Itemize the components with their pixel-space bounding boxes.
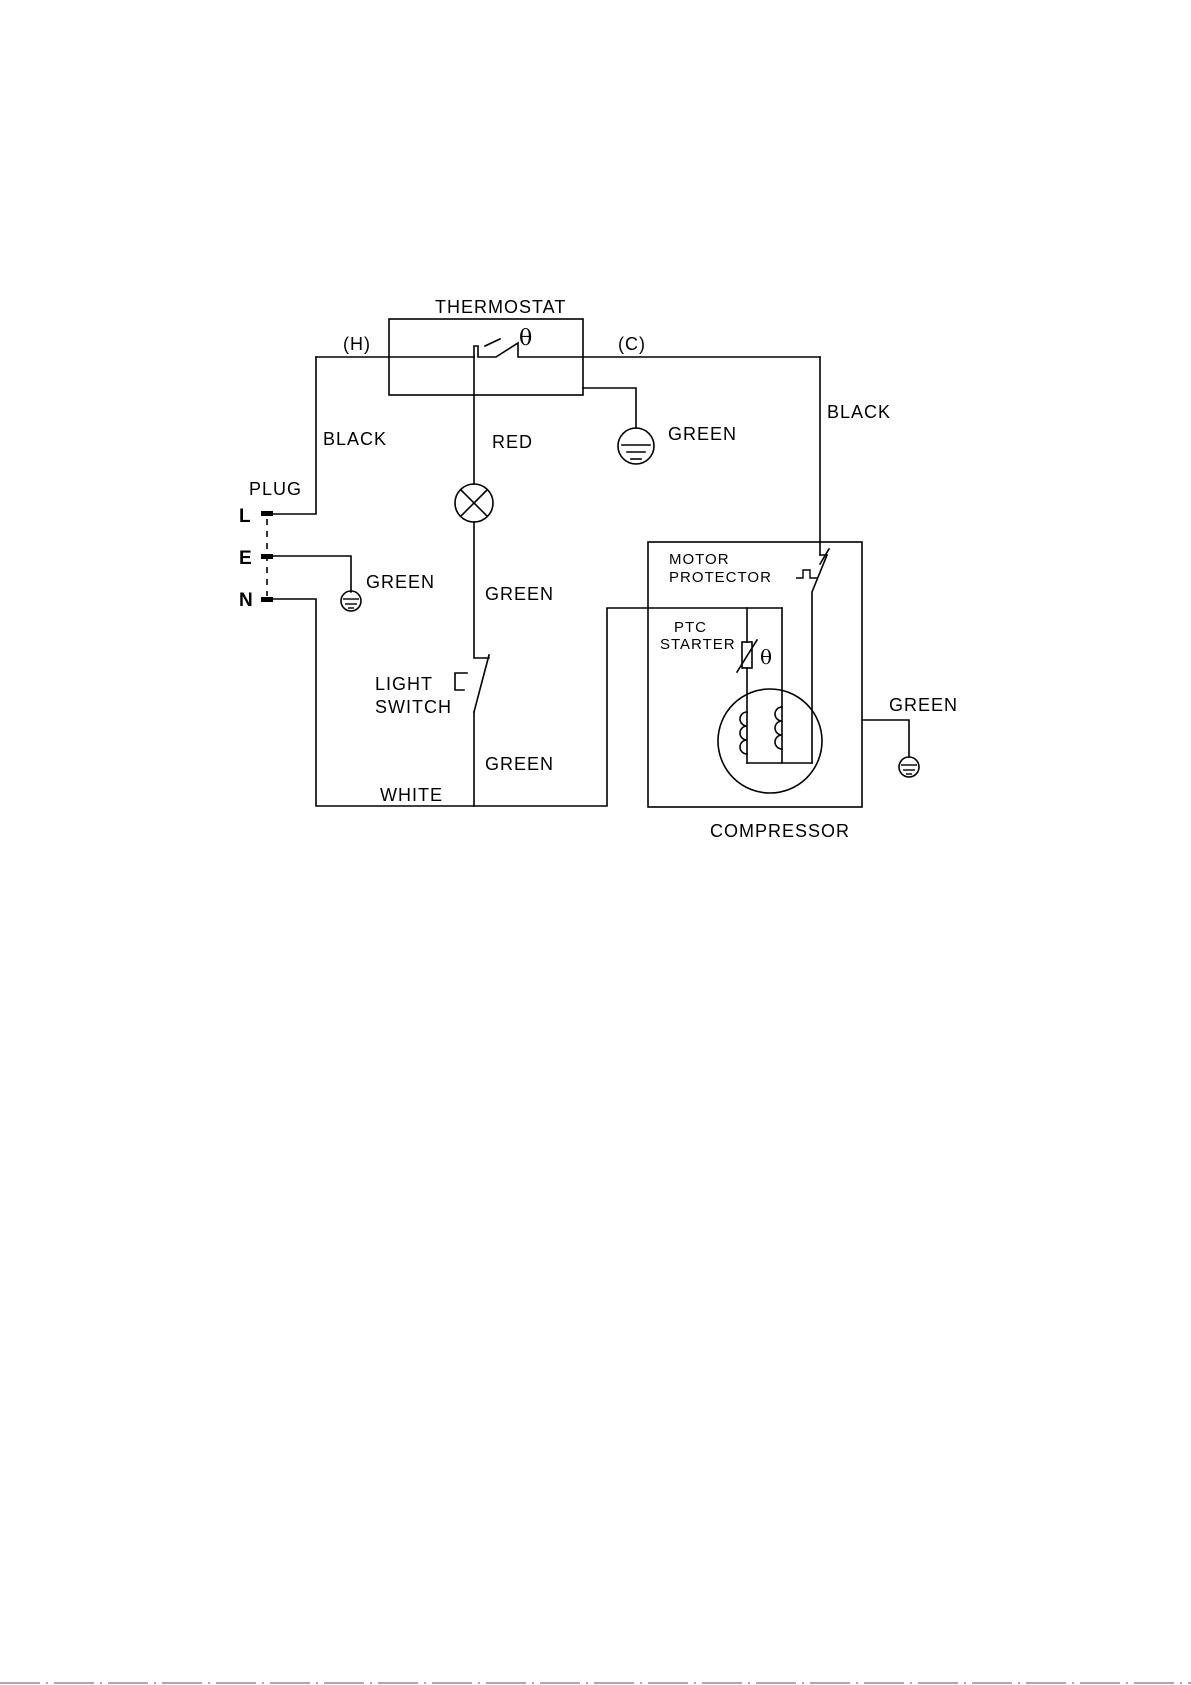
motor-protector-label-line2: PROTECTOR <box>669 569 772 586</box>
motor-protector-label-line1: MOTOR <box>669 551 730 568</box>
thermostat-hot-label: (H) <box>343 334 371 354</box>
green-compressor-ground-label: GREEN <box>889 695 958 715</box>
thermostat-label: THERMOSTAT <box>435 297 566 317</box>
light-switch-symbol <box>455 655 489 712</box>
green-thermostat-ground-label: GREEN <box>668 424 737 444</box>
thermostat-cold-label: (C) <box>618 334 646 354</box>
compressor-label: COMPRESSOR <box>710 821 850 841</box>
red-label: RED <box>492 432 533 452</box>
green-plug-ground-label: GREEN <box>366 572 435 592</box>
black-right-label: BLACK <box>827 402 891 422</box>
thermostat-contact-slash <box>485 339 500 346</box>
thermostat: THERMOSTAT (H) (C) θ <box>316 297 820 395</box>
wire-green-plug-ground <box>271 556 351 592</box>
light-switch-button <box>455 673 467 690</box>
plug-pin-e-label: E <box>239 548 252 569</box>
ground-icon-compressor <box>899 757 919 777</box>
motor-winding-run <box>775 707 782 749</box>
green-switch-label: GREEN <box>485 754 554 774</box>
ptc-theta: θ <box>760 645 772 669</box>
light-switch-label-line2: SWITCH <box>375 697 452 717</box>
ground-icon-plug <box>341 591 361 611</box>
lamp-symbol <box>455 484 493 522</box>
thermostat-contact <box>316 343 820 357</box>
thermostat-theta: θ <box>519 326 532 351</box>
motor-winding-start <box>740 712 747 754</box>
compressor: COMPRESSOR MOTOR PROTECTOR PTC STARTER θ <box>648 542 862 841</box>
light-switch-label-line1: LIGHT <box>375 674 433 694</box>
motor-circle <box>718 689 822 793</box>
white-label: WHITE <box>380 785 443 805</box>
motor-protector-contact <box>812 555 827 763</box>
plug-pin-n-label: N <box>239 590 253 611</box>
green-lamp-label: GREEN <box>485 584 554 604</box>
motor-protector-heater-symbol <box>796 570 817 578</box>
black-left-label: BLACK <box>323 429 387 449</box>
plug-pin-l-label: L <box>239 506 251 527</box>
plug-pin-l <box>261 511 273 516</box>
plug-label: PLUG <box>249 479 302 499</box>
wire-green-compressor-ground <box>862 720 909 757</box>
ground-icon-thermostat <box>618 428 654 464</box>
light-switch-blade <box>474 655 489 712</box>
plug: PLUG L E N <box>239 479 302 611</box>
wire-green-thermostat-ground <box>583 388 636 428</box>
ptc-starter-label-line2: STARTER <box>660 636 736 653</box>
ptc-starter-label-line1: PTC <box>674 619 707 636</box>
